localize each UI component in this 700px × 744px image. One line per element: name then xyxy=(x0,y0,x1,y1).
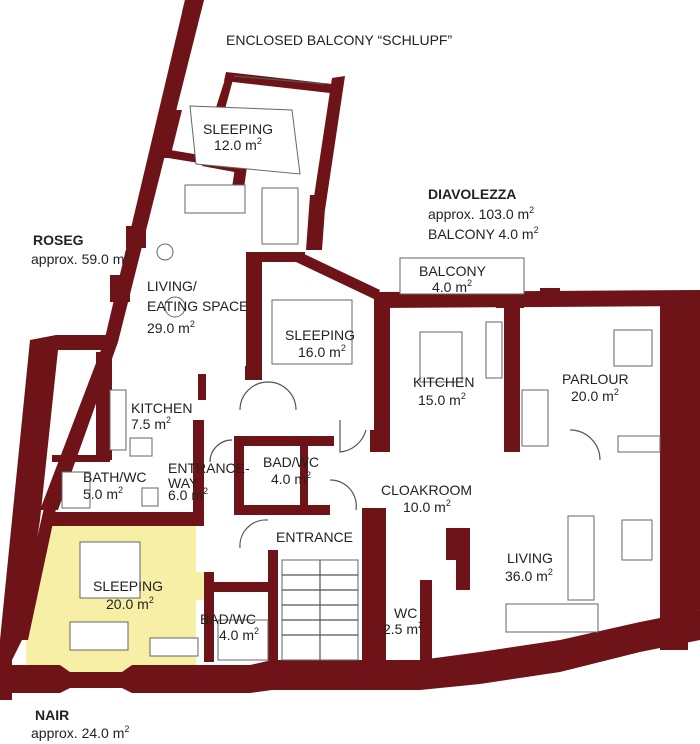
sleeping-20-area: 20.0 m2 xyxy=(106,595,154,612)
sleeping-16-area: 16.0 m2 xyxy=(298,343,346,360)
sleeping-12-area: 12.0 m2 xyxy=(214,136,262,153)
nair-name: NAIR xyxy=(35,707,69,723)
kitchen-7-name: KITCHEN xyxy=(131,400,192,416)
enclosed-balcony-label: ENCLOSED BALCONY “SCHLUPF” xyxy=(226,32,452,48)
sleeping-20-name: SLEEPING xyxy=(93,578,163,594)
kitchen-7-area: 7.5 m2 xyxy=(131,415,171,432)
interior-walls xyxy=(52,72,690,662)
sleeping-12-name: SLEEPING xyxy=(203,121,273,137)
wc-area: 2.5 m2 xyxy=(383,620,423,637)
balcony-area: 4.0 m2 xyxy=(432,278,472,295)
living-36-name: LIVING xyxy=(507,550,553,566)
kitchen-15-area: 15.0 m2 xyxy=(418,391,466,408)
cloakroom-name: CLOAKROOM xyxy=(381,482,472,498)
roseg-area: approx. 59.0 m2 xyxy=(31,250,129,267)
bath-wc-area: 5.0 m2 xyxy=(83,485,123,502)
sleeping-16-name: SLEEPING xyxy=(285,327,355,343)
diavolezza-balcony: BALCONY 4.0 m2 xyxy=(428,225,539,242)
kitchen-15-name: KITCHEN xyxy=(413,374,474,390)
living-eating-line2: EATING SPACE xyxy=(147,298,248,314)
balcony-name: BALCONY xyxy=(419,263,487,279)
nair-area: approx. 24.0 m2 xyxy=(31,724,129,741)
bad-wc-4a-area: 4.0 m2 xyxy=(271,470,311,487)
entrance-label: ENTRANCE xyxy=(276,529,353,545)
furniture-lines xyxy=(61,75,661,661)
living-eating-line1: LIVING/ xyxy=(147,278,197,294)
wc-name: WC xyxy=(394,605,417,621)
diavolezza-name: DIAVOLEZZA xyxy=(428,186,516,202)
entranceway-area: 6.0 m2 xyxy=(168,486,208,503)
living-eating-area: 29.0 m2 xyxy=(147,319,195,336)
bad-wc-4a-name: BAD/WC xyxy=(263,454,319,470)
roseg-name: ROSEG xyxy=(33,232,84,248)
room-labels: ENCLOSED BALCONY “SCHLUPF” SLEEPING 12.0… xyxy=(31,32,629,741)
bath-wc-name: BATH/WC xyxy=(83,469,147,485)
parlour-area: 20.0 m2 xyxy=(571,387,619,404)
parlour-name: PARLOUR xyxy=(562,371,629,387)
entranceway-line2: WAY xyxy=(168,475,199,491)
bad-wc-4b-name: BAD/WC xyxy=(200,611,256,627)
cloakroom-area: 10.0 m2 xyxy=(403,498,451,515)
bad-wc-4b-area: 4.0 m2 xyxy=(219,626,259,643)
entranceway-line1: ENTRANCE- xyxy=(168,460,250,476)
living-36-area: 36.0 m2 xyxy=(505,567,553,584)
diavolezza-area: approx. 103.0 m2 xyxy=(428,205,534,222)
